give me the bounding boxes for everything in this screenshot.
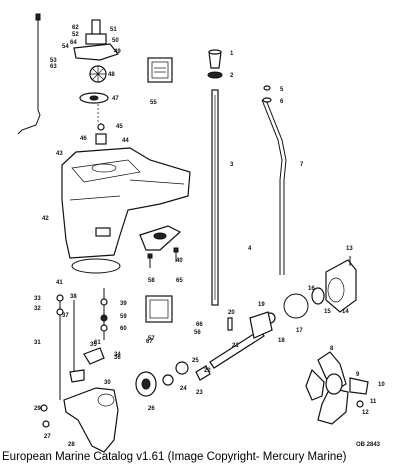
- label-13: 13: [346, 246, 353, 252]
- label-50: 50: [112, 38, 119, 44]
- label-37: 37: [62, 313, 69, 319]
- label-8: 8: [330, 346, 334, 352]
- propeller-shaft-bearing-carrier: [264, 256, 357, 324]
- label-12: 12: [362, 410, 369, 416]
- image-caption: European Marine Catalog v1.61 (Image Cop…: [2, 451, 347, 463]
- label-63: 63: [50, 64, 57, 70]
- label-41: 41: [56, 280, 63, 286]
- drawing-code: OB 2843: [356, 442, 381, 448]
- label-65: 65: [176, 278, 183, 284]
- label-55: 55: [150, 100, 157, 106]
- label-67: 67: [146, 339, 153, 345]
- lower-shift-linkage: [56, 288, 108, 400]
- water-pump-assembly: [73, 19, 120, 145]
- label-4: 4: [248, 246, 252, 252]
- shift-rod-part: [17, 13, 41, 135]
- gearcase-housing-part: [40, 387, 119, 453]
- label-31: 31: [34, 340, 41, 346]
- label-56: 56: [194, 330, 201, 336]
- shift-rod-right-part: [261, 85, 287, 275]
- label-2: 2: [230, 73, 234, 79]
- label-60: 60: [120, 326, 127, 332]
- label-58: 58: [148, 278, 155, 284]
- label-29: 29: [34, 406, 41, 412]
- gasket-ring-part: [71, 258, 121, 274]
- screw-parts: [147, 247, 179, 268]
- label-9: 9: [356, 372, 360, 378]
- label-19: 19: [258, 302, 265, 308]
- label-34: 34: [114, 352, 121, 358]
- label-62: 62: [72, 25, 79, 31]
- label-39: 39: [120, 301, 127, 307]
- label-30: 30: [104, 380, 111, 386]
- label-48: 48: [108, 72, 115, 78]
- label-10: 10: [378, 382, 385, 388]
- decal-plate-part: [147, 57, 173, 83]
- label-17: 17: [296, 328, 303, 334]
- label-16: 16: [308, 286, 315, 292]
- label-15: 15: [324, 309, 331, 315]
- label-32: 32: [34, 306, 41, 312]
- label-64: 64: [70, 40, 77, 46]
- label-54: 54: [62, 44, 69, 50]
- label-59: 59: [120, 314, 127, 320]
- label-38: 38: [70, 294, 77, 300]
- label-3: 3: [230, 162, 234, 168]
- label-52: 52: [72, 32, 79, 38]
- drive-shaft-part: [207, 49, 223, 306]
- trim-tab-part: [139, 225, 182, 251]
- label-27: 27: [44, 434, 51, 440]
- gear-set-part: [135, 361, 211, 397]
- label-28: 28: [68, 442, 75, 448]
- label-24: 24: [180, 386, 187, 392]
- label-1: 1: [230, 51, 234, 57]
- label-25: 25: [192, 358, 199, 364]
- label-7: 7: [300, 162, 304, 168]
- label-36: 36: [114, 355, 121, 361]
- label-35: 35: [90, 342, 97, 348]
- label-57: 57: [148, 336, 155, 342]
- propeller-part: [305, 351, 369, 425]
- propeller-shaft-part: [209, 311, 273, 369]
- label-53: 53: [50, 58, 57, 64]
- label-33: 33: [34, 296, 41, 302]
- label-21: 21: [232, 343, 239, 349]
- driveshaft-housing-part: [61, 147, 191, 259]
- label-23: 23: [196, 390, 203, 396]
- data-plate-part: [145, 295, 173, 323]
- label-66: 66: [196, 322, 203, 328]
- label-51: 51: [110, 27, 117, 33]
- label-14: 14: [342, 309, 349, 315]
- label-46: 46: [80, 136, 87, 142]
- label-40: 40: [176, 258, 183, 264]
- label-6: 6: [280, 99, 284, 105]
- label-20: 20: [228, 310, 235, 316]
- part-number-labels: 1 2 3 4 5 6 7 8 9 10 11 12 13 14 15 16 1…: [34, 25, 385, 448]
- label-61: 61: [94, 340, 101, 346]
- label-42: 42: [42, 216, 49, 222]
- label-26: 26: [148, 406, 155, 412]
- label-49: 49: [114, 49, 121, 55]
- label-43: 43: [56, 151, 63, 157]
- label-11: 11: [370, 399, 377, 405]
- label-22: 22: [204, 368, 211, 374]
- label-45: 45: [116, 124, 123, 130]
- label-18: 18: [278, 338, 285, 344]
- label-5: 5: [280, 87, 284, 93]
- label-44: 44: [122, 138, 129, 144]
- label-47: 47: [112, 96, 119, 102]
